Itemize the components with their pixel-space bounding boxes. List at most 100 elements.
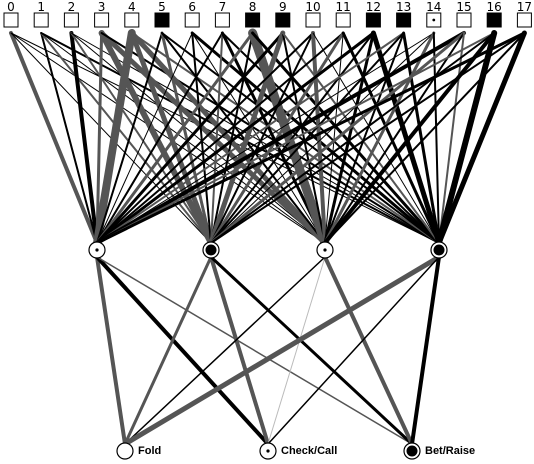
connection-in3-h3	[100, 32, 440, 244]
connection-h0-out0	[95, 255, 127, 446]
connection-in9-h1	[208, 30, 286, 246]
connection-in0-h0	[9, 31, 99, 245]
connection-in9-h0	[95, 31, 285, 245]
connection-in1-h1	[40, 32, 212, 244]
connection-in13-h3	[402, 31, 441, 245]
connection-in4-h0	[93, 29, 136, 247]
connection-in4-h2	[129, 30, 328, 246]
input-node-2	[63, 12, 79, 28]
connection-in6-h0	[96, 32, 193, 244]
connection-in2-h1	[70, 32, 212, 244]
connection-in11-h3	[341, 31, 441, 245]
input-node-9	[275, 12, 291, 28]
connection-in8-h0	[95, 31, 255, 245]
input-node-16	[486, 12, 502, 28]
input-node-10	[305, 12, 321, 28]
input-node-0	[3, 12, 19, 28]
connection-in7-h0	[96, 32, 224, 244]
connection-h3-out0	[122, 254, 442, 447]
connection-h3-out1	[267, 256, 440, 445]
connection-in14-h3	[432, 32, 440, 244]
input-node-12	[365, 12, 381, 28]
connection-in10-h0	[96, 32, 314, 244]
connection-h2-out2	[323, 255, 414, 446]
connection-h2-out1	[267, 256, 326, 445]
connection-in10-h1	[210, 32, 314, 244]
connection-in3-h1	[98, 30, 214, 246]
input-node-1	[33, 12, 49, 28]
connection-in15-h1	[209, 31, 466, 245]
connection-in4-h1	[129, 30, 214, 246]
connection-in8-h1	[210, 32, 254, 244]
connection-in15-h0	[95, 31, 466, 245]
connection-in9-h2	[281, 32, 326, 244]
connection-in7-h3	[221, 32, 440, 244]
connection-in15-h3	[438, 32, 465, 244]
connection-in15-h2	[324, 32, 465, 244]
connection-in16-h0	[96, 32, 496, 244]
input-node-7	[214, 12, 230, 28]
connection-in0-h2	[10, 32, 326, 244]
connection-in1-h0	[40, 32, 98, 244]
output-node-2-fill	[406, 445, 418, 457]
input-nodes	[3, 12, 532, 28]
input-hidden-connections	[9, 28, 527, 248]
connection-in6-h2	[191, 32, 326, 244]
connection-in2-h3	[70, 32, 440, 244]
connection-in17-h2	[324, 32, 526, 244]
connection-in12-h2	[323, 31, 375, 245]
input-node-5	[154, 12, 170, 28]
connection-in5-h2	[161, 32, 326, 244]
hidden-node-2-dot	[323, 248, 327, 252]
connection-in10-h3	[312, 32, 440, 244]
input-node-11	[335, 12, 351, 28]
connection-in5-h0	[96, 32, 163, 244]
connection-h0-out1	[95, 255, 270, 446]
connection-in13-h2	[324, 32, 405, 244]
connection-in10-h2	[311, 31, 327, 245]
connection-h2-out0	[124, 256, 326, 445]
output-node-0	[116, 442, 134, 460]
hidden-node-1-fill	[205, 244, 217, 256]
connection-in9-h3	[281, 32, 440, 244]
input-node-13	[396, 12, 412, 28]
hidden-nodes	[88, 241, 448, 259]
connection-in16-h1	[210, 32, 496, 244]
connection-h0-out2	[96, 256, 413, 445]
connection-in12-h3	[370, 30, 442, 246]
hidden-output-connections	[95, 254, 442, 447]
input-node-14-dot	[432, 18, 436, 22]
output-node-1-dot	[266, 449, 270, 453]
connection-in2-h0	[69, 31, 99, 245]
connection-in7-h2	[220, 31, 327, 245]
connection-in16-h3	[436, 30, 498, 246]
connection-in12-h0	[95, 31, 375, 245]
connection-in11-h0	[96, 32, 345, 244]
connection-in6-h3	[190, 31, 441, 245]
connection-in17-h1	[210, 32, 526, 244]
connection-in16-h2	[323, 31, 497, 245]
connection-in17-h0	[95, 31, 526, 245]
connection-in2-h2	[70, 32, 326, 244]
hidden-node-3-fill	[433, 244, 445, 256]
input-node-6	[184, 12, 200, 28]
connection-in11-h2	[324, 32, 344, 244]
input-node-15	[456, 12, 472, 28]
output-nodes	[116, 442, 421, 460]
connection-in13-h0	[96, 32, 405, 244]
connection-in1-h2	[40, 32, 326, 244]
connection-in5-h3	[161, 32, 440, 244]
input-node-3	[94, 12, 110, 28]
connection-in14-h0	[96, 32, 435, 244]
connection-in12-h1	[210, 32, 375, 244]
connection-in3-h0	[95, 31, 104, 245]
connection-in1-h3	[40, 32, 440, 244]
connection-h3-out2	[410, 255, 441, 446]
connection-h1-out1	[209, 255, 270, 446]
connection-in3-h2	[99, 30, 328, 246]
input-node-17	[516, 12, 532, 28]
connection-in14-h2	[323, 31, 436, 245]
connection-in17-h3	[436, 30, 527, 246]
connection-in6-h1	[191, 32, 212, 244]
